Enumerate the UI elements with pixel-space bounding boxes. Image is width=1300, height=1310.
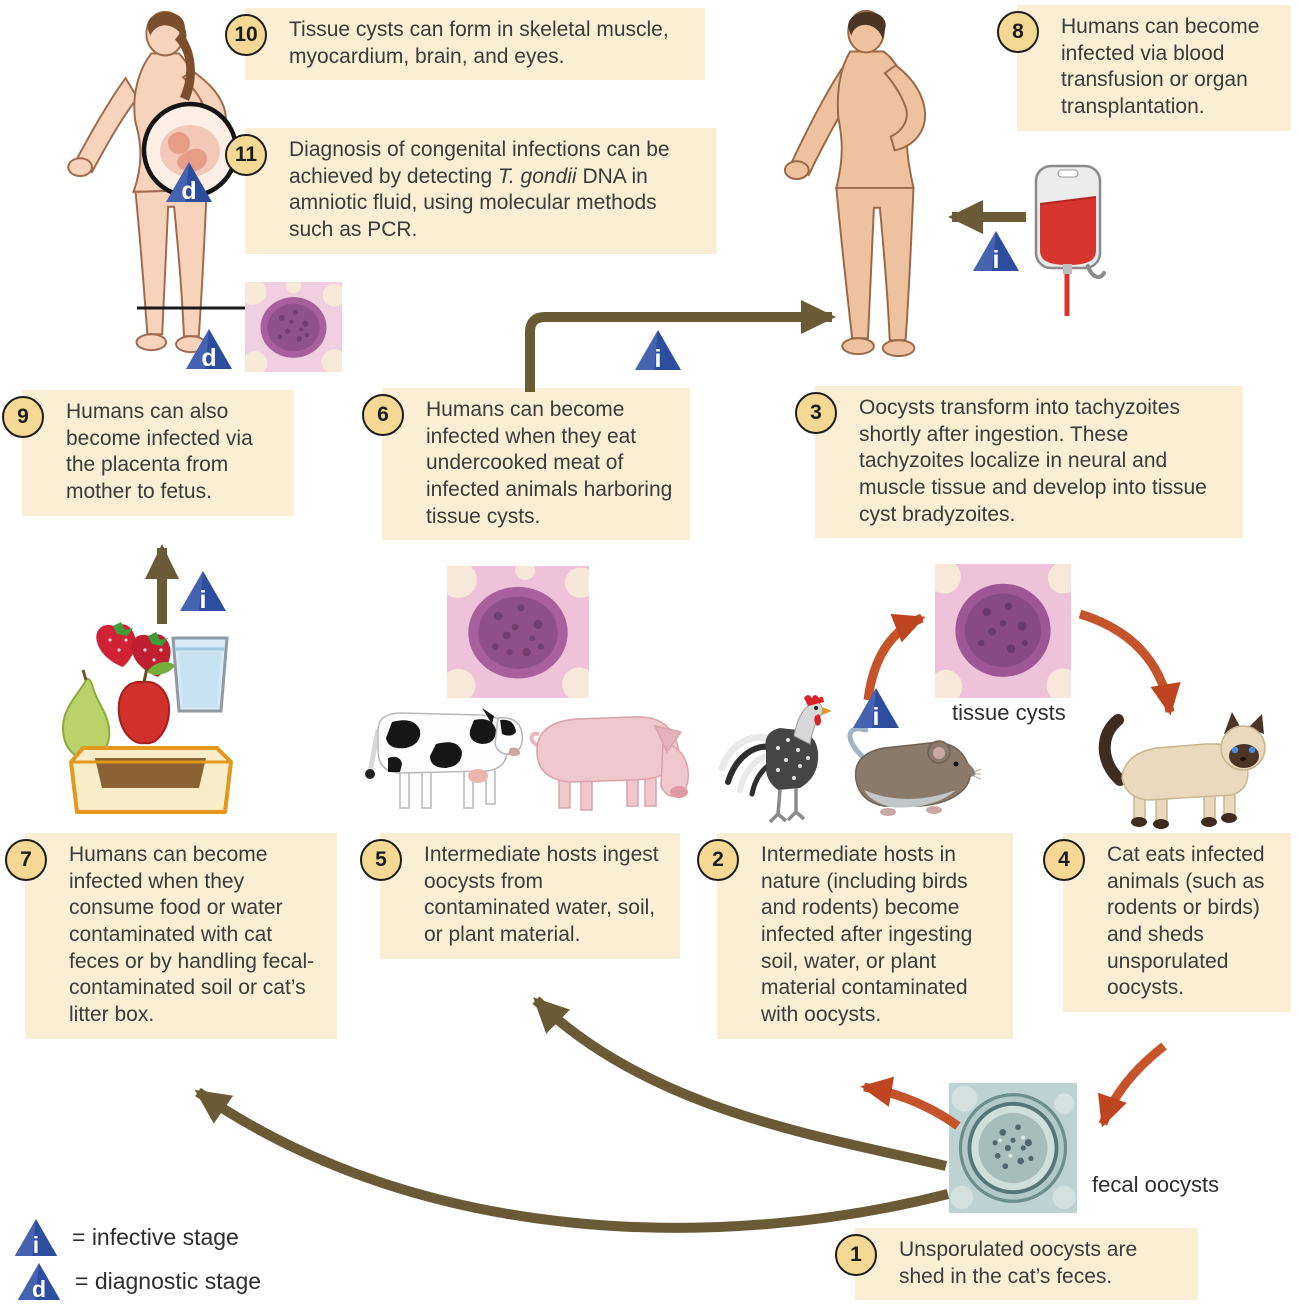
pig-image: [529, 716, 690, 811]
infective-stage-marker: i: [635, 330, 681, 373]
step-1-callout: 1 Unsporulated oocysts are shed in the c…: [835, 1228, 1198, 1301]
svg-text:i: i: [655, 345, 662, 373]
svg-text:d: d: [201, 344, 216, 372]
step-text: Diagnosis of congenital infections can b…: [289, 138, 670, 241]
rooster-image: [718, 695, 832, 824]
arrow-cat-to-oocyst: [1097, 1042, 1167, 1128]
cat-head: [1220, 712, 1266, 771]
step-5-callout: 5 Intermediate hosts ingest oocysts from…: [360, 833, 680, 959]
fecal-oocyst-micrograph: [949, 1083, 1077, 1213]
food-and-litter-group: [61, 622, 233, 814]
pear-icon: [61, 669, 111, 761]
step-4-callout: 4 Cat eats infected animals (such as rod…: [1043, 833, 1291, 1012]
step-6-callout: 6 Humans can become infected when they e…: [362, 388, 690, 541]
step-text: Cat eats infected animals (such as roden…: [1107, 843, 1265, 1000]
step-9-callout: 9 Humans can also become infected via th…: [2, 390, 294, 516]
step-text: Humans can become infected via blood tra…: [1061, 15, 1260, 118]
fecal-oocysts-label: fecal oocysts: [1092, 1172, 1220, 1197]
step-number-badge: 8: [997, 11, 1039, 53]
step-11-callout: 11 Diagnosis of congenital infections ca…: [225, 128, 717, 254]
legend-diagnostic-label: = diagnostic stage: [75, 1268, 262, 1294]
man-figure: [783, 9, 926, 358]
cat-image: [1098, 712, 1266, 829]
tissue-cyst-micrograph-congenital: [245, 282, 342, 372]
tissue-cysts-label: tissue cysts: [952, 700, 1066, 725]
svg-text:i: i: [873, 703, 880, 731]
rooster-comb: [804, 695, 824, 706]
step-number-badge: 11: [225, 134, 267, 176]
tissue-cyst-micrograph-meat: [447, 566, 589, 698]
diagnostic-stage-marker: d: [186, 329, 232, 372]
infective-stage-marker: i: [14, 1219, 58, 1258]
litter-box-icon: [69, 746, 233, 814]
tissue-cysts-micrograph: [935, 564, 1071, 698]
step-8-callout: 8 Humans can become infected via blood t…: [997, 5, 1291, 131]
step-number-badge: 4: [1043, 839, 1085, 881]
woman-hair: [147, 12, 195, 101]
legend-infective-label: = infective stage: [72, 1224, 239, 1250]
step-number-badge: 10: [225, 14, 267, 56]
svg-text:i: i: [200, 586, 207, 614]
step-number-badge: 1: [835, 1234, 877, 1276]
diagnostic-stage-marker: d: [166, 162, 212, 205]
step-text: Tissue cysts can form in skeletal muscle…: [289, 18, 669, 68]
blood-bag-icon: [1034, 164, 1106, 316]
step-text: Humans can become infected when they con…: [69, 843, 315, 1026]
step-text: Intermediate hosts in nature (including …: [761, 843, 973, 1026]
step-number-badge: 3: [795, 392, 837, 434]
apple-icon: [117, 662, 175, 745]
step-2-callout: 2 Intermediate hosts in nature (includin…: [697, 833, 1013, 1039]
diagnostic-stage-marker: d: [17, 1263, 61, 1302]
water-glass-icon: [171, 636, 229, 713]
step-number-badge: 6: [362, 394, 404, 436]
infective-stage-marker: i: [180, 571, 226, 614]
svg-text:i: i: [993, 246, 1000, 274]
step-3-callout: 3 Oocysts transform into tachyzoites sho…: [795, 386, 1243, 539]
step-number-badge: 7: [5, 839, 47, 881]
step-10-callout: 10 Tissue cysts can form in skeletal mus…: [225, 8, 705, 81]
step-text: Oocysts transform into tachyzoites short…: [859, 396, 1207, 526]
cow-image: [365, 708, 524, 809]
legend-infective-stage: i = infective stage: [12, 1216, 239, 1259]
step-text: Humans can become infected when they eat…: [426, 398, 673, 528]
step-text: Intermediate hosts ingest oocysts from c…: [424, 843, 659, 946]
arrow-oocyst-to-humans: [194, 1087, 950, 1233]
step-number-badge: 2: [697, 839, 739, 881]
mouse-image: [847, 726, 981, 816]
arrow-tissue-cysts-to-cat: [1078, 609, 1181, 716]
step-number-badge: 5: [360, 839, 402, 881]
legend-diagnostic-stage: d = diagnostic stage: [15, 1260, 261, 1303]
cow-head: [482, 708, 524, 756]
step-text: Unsporulated oocysts are shed in the cat…: [899, 1238, 1138, 1288]
svg-text:d: d: [181, 177, 196, 205]
step-7-callout: 7 Humans can become infected when they c…: [5, 833, 337, 1039]
infective-stage-marker: i: [973, 231, 1019, 274]
svg-text:i: i: [33, 1232, 39, 1258]
svg-text:d: d: [32, 1276, 46, 1302]
infective-stage-marker: i: [853, 688, 899, 731]
arrow-oocyst-to-nature-hosts: [860, 1076, 961, 1130]
man-hair: [848, 11, 886, 40]
step-text: Humans can also become infected via the …: [66, 400, 253, 503]
step-number-badge: 9: [2, 396, 44, 438]
